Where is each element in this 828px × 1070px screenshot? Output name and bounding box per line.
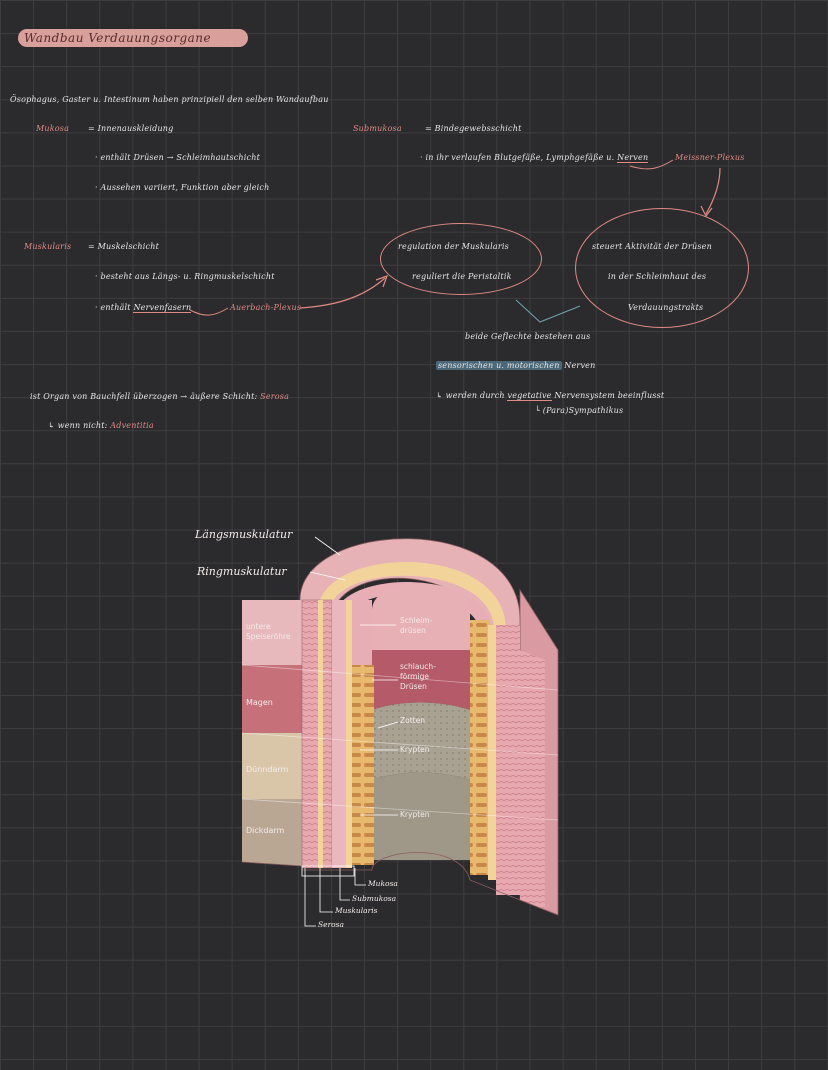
- inner-label-krypten-2: Krypten: [400, 810, 430, 819]
- meissner-function-line-1: steuert Aktivität der Drüsen: [592, 242, 712, 251]
- auerbach-function-line-2: reguliert die Peristaltik: [412, 272, 512, 281]
- vegetative-underlined: vegetative: [507, 391, 552, 401]
- bottom-label-mukosa: Mukosa: [368, 879, 398, 888]
- inner-label-schleimdruesen: Schleim-drüsen: [400, 616, 433, 635]
- submukosa-bullet-1: · in ihr verlaufen Blutgefäße, Lymphgefä…: [420, 153, 649, 163]
- inner-label-krypten-1: Krypten: [400, 745, 430, 754]
- submukosa-definition: = Bindegewebsschicht: [425, 124, 522, 133]
- mukosa-bullet-1: · enthält Drüsen → Schleimhautschicht: [95, 153, 260, 162]
- ringmuskulatur-label: Ringmuskulatur: [197, 565, 287, 578]
- serosa-note-line-1: ist Organ von Bauchfell überzogen → äuße…: [30, 392, 290, 401]
- intro-text: Ösophagus, Gaster u. Intestinum haben pr…: [10, 95, 329, 104]
- both-plexus-line-4: └ (Para)Sympathikus: [535, 406, 624, 415]
- both-plexus-line-2: sensorischen u. motorischen Nerven: [436, 361, 596, 370]
- section-speiseroehre-band: [242, 600, 302, 665]
- laengsmuskulatur-label: Längsmuskulatur: [195, 528, 293, 541]
- nervenfasern-underlined: Nervenfasern: [133, 303, 192, 313]
- mukosa-term: Mukosa: [36, 124, 70, 133]
- both-plexus-line-1: beide Geflechte bestehen aus: [465, 332, 591, 341]
- serosa-note-line-2: ↳ wenn nicht: Adventitia: [48, 421, 154, 430]
- meissner-function-line-2: in der Schleimhaut des: [608, 272, 707, 281]
- section-duenndarm-band: [242, 733, 302, 799]
- submukosa-term: Submukosa: [353, 124, 402, 133]
- muskularis-term: Muskularis: [24, 242, 72, 251]
- adventitia-term: Adventitia: [110, 421, 154, 430]
- meissner-plexus-label: Meissner-Plexus: [675, 153, 745, 162]
- page-title: Wandbau Verdauungsorgane: [24, 31, 212, 45]
- nerves-underlined: Nerven: [617, 153, 649, 163]
- section-label-duenndarm: Dünndarm: [246, 765, 289, 774]
- mukosa-definition: = Innenauskleidung: [88, 124, 174, 133]
- auerbach-function-ellipse: [380, 223, 542, 295]
- bottom-label-submukosa: Submukosa: [352, 894, 397, 903]
- meissner-function-line-3: Verdauungstrakts: [628, 303, 704, 312]
- outer-arch: [299, 538, 521, 651]
- auerbach-plexus-label: Auerbach-Plexus: [230, 303, 302, 312]
- section-label-dickdarm: Dickdarm: [246, 826, 285, 835]
- page-title-highlight: Wandbau Verdauungsorgane: [18, 29, 248, 47]
- auerbach-function-line-1: regulation der Muskularis: [398, 242, 509, 251]
- both-plexus-line-3: ↳ werden durch vegetative Nervensystem b…: [436, 391, 665, 401]
- inner-label-schlauchfoermige-druesen: schlauch-förmige Drüsen: [400, 662, 436, 691]
- nerve-type-highlight: sensorischen u. motorischen: [436, 361, 562, 370]
- muskularis-bullet-1: · besteht aus Längs- u. Ringmuskelschich…: [95, 272, 275, 281]
- mukosa-bullet-2: · Aussehen variiert, Funktion aber gleic…: [95, 183, 270, 192]
- muskularis-definition: = Muskelschicht: [88, 242, 159, 251]
- section-dickdarm-band: [242, 799, 302, 866]
- inner-label-zotten: Zotten: [400, 716, 425, 725]
- meissner-function-ellipse: [575, 208, 749, 328]
- serosa-term: Serosa: [260, 392, 290, 401]
- section-magen-band: [242, 665, 302, 733]
- muskularis-bullet-2: · enthält Nervenfasern: [95, 303, 192, 313]
- bottom-label-muskularis: Muskularis: [335, 906, 378, 915]
- section-label-speiseroehre: untere Speiseröhre: [246, 622, 291, 641]
- bottom-label-serosa: Serosa: [318, 920, 344, 929]
- section-label-magen: Magen: [246, 698, 273, 707]
